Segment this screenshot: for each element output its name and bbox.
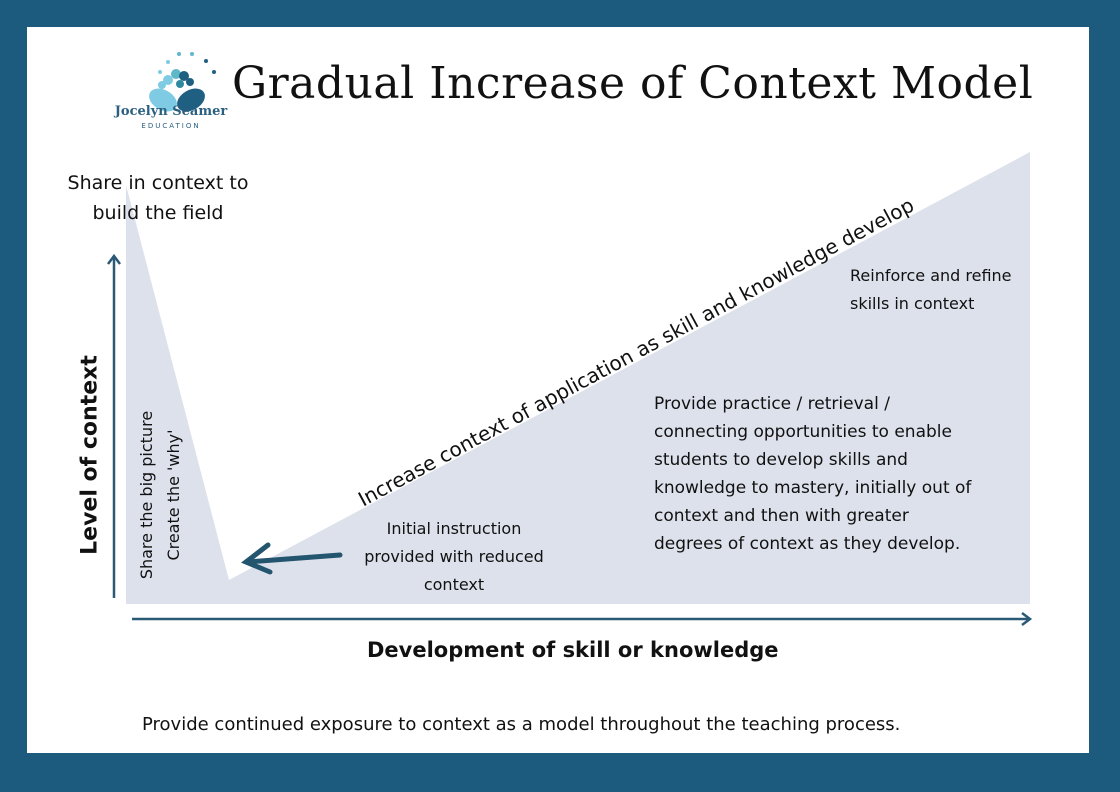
label-line: degrees of context as they develop. <box>654 534 961 554</box>
label-line: Create the 'why' <box>164 429 183 561</box>
label-line: Reinforce and refine <box>850 266 1012 285</box>
logo-subtitle: EDUCATION <box>141 122 201 130</box>
top-left-label: Share in context to build the field <box>58 168 258 228</box>
logo-icon <box>149 52 216 112</box>
label-line: connecting opportunities to enable <box>654 422 952 442</box>
y-axis-label: Level of context <box>77 355 103 555</box>
x-axis-label: Development of skill or knowledge <box>367 638 779 662</box>
label-line: Share the big picture <box>137 410 156 580</box>
label-line: context and then with greater <box>654 506 909 526</box>
label-line: Provide practice / retrieval / <box>654 394 890 414</box>
label-line: context <box>423 575 485 594</box>
label-line: students to develop skills and <box>654 450 908 470</box>
label-line: Share in context to <box>67 172 249 194</box>
y-axis-arrow <box>107 253 121 598</box>
page-title: Gradual Increase of Context Model <box>232 58 1034 109</box>
initial-instruction-label: Initial instruction provided with reduce… <box>350 515 558 599</box>
label-line: provided with reduced <box>364 547 544 566</box>
big-picture-label: Share the big picture Create the 'why' <box>133 411 187 579</box>
label-line: knowledge to mastery, initially out of <box>654 478 972 498</box>
practice-label: Provide practice / retrieval / connectin… <box>654 390 971 558</box>
label-line: Initial instruction <box>386 519 522 538</box>
logo-name: Jocelyn Seamer <box>114 104 228 119</box>
context-area <box>126 152 1030 604</box>
footer-note: Provide continued exposure to context as… <box>142 714 901 735</box>
label-line: skills in context <box>850 294 975 313</box>
reinforce-label: Reinforce and refine skills in context <box>850 262 1012 318</box>
x-axis-arrow <box>132 612 1033 626</box>
label-line: build the field <box>92 202 224 224</box>
pointer-arrow-icon <box>241 542 343 575</box>
